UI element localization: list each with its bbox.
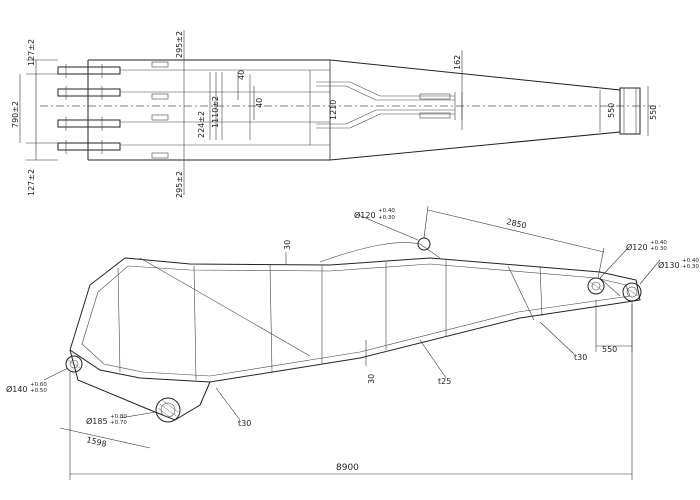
- dim-1210: 1210: [329, 100, 338, 120]
- dim-hole-right-a: Ø120: [626, 242, 648, 252]
- svg-text:+0.30: +0.30: [682, 264, 699, 270]
- dim-550b: 550: [649, 105, 658, 120]
- svg-text:+0.30: +0.30: [650, 246, 667, 252]
- top-left-lugs: [57, 64, 121, 154]
- dim-hole-bottom: Ø185: [86, 416, 108, 426]
- dim-tol-bottom: 295±2: [175, 171, 184, 198]
- hole-left: [65, 355, 83, 373]
- dim-left-top: 127±2: [27, 39, 36, 66]
- dim-550a: 550: [607, 103, 616, 118]
- dim-t25: t25: [438, 377, 451, 386]
- dim-2850: 2850: [506, 217, 528, 230]
- dim-t30-bottom: t30: [238, 419, 251, 428]
- dim-left-bottom: 127±2: [27, 169, 36, 196]
- svg-text:+0.30: +0.30: [378, 215, 395, 221]
- dim-plate-top: 30: [283, 240, 292, 250]
- side-top-ridge: [319, 242, 441, 263]
- svg-text:+0.50: +0.50: [30, 388, 47, 394]
- svg-text:+0.80: +0.80: [110, 414, 127, 420]
- svg-text:+0.70: +0.70: [110, 420, 127, 426]
- top-dimensions: [19, 30, 649, 195]
- dim-tol-top: 295±2: [175, 31, 184, 58]
- svg-text:+0.60: +0.60: [30, 382, 47, 388]
- dim-inner-b: 1110±2: [211, 96, 220, 128]
- top-inner-plates: [120, 60, 330, 160]
- side-holes: [65, 237, 642, 423]
- dim-t30-right: t30: [574, 353, 587, 362]
- top-view: 127±2 790±2 127±2 295±2 295±2 224±2 1110…: [11, 30, 660, 198]
- dim-hole-top: Ø120: [354, 210, 376, 220]
- dim-gap-mid: 40: [255, 98, 264, 108]
- side-lower-arm: [69, 349, 211, 421]
- top-end-block: [619, 87, 641, 135]
- svg-text:+0.40: +0.40: [682, 258, 699, 264]
- side-stiffeners: [117, 257, 621, 381]
- side-dimensions: [43, 205, 661, 480]
- dim-left-mid: 790±2: [11, 101, 20, 128]
- dim-plate-mid: 30: [367, 374, 376, 384]
- top-fork: [316, 60, 463, 160]
- dim-hole-left: Ø140: [6, 384, 28, 394]
- dim-inner-a: 224±2: [197, 111, 206, 138]
- svg-text:+0.40: +0.40: [650, 240, 667, 246]
- dim-8900: 8900: [336, 463, 359, 473]
- side-outline: [69, 257, 641, 383]
- dim-550: 550: [602, 345, 617, 354]
- dim-162: 162: [453, 55, 462, 70]
- hole-bottom: [155, 397, 181, 423]
- dim-gap-top: 40: [237, 70, 246, 80]
- hole-right-a: [587, 277, 605, 295]
- dim-hole-right-b: Ø130: [658, 260, 680, 270]
- svg-text:+0.40: +0.40: [378, 208, 395, 214]
- dim-1598: 1598: [86, 435, 108, 449]
- side-view: Ø120 +0.40 +0.30 2850 Ø120 +0.40 +0.30 Ø…: [6, 205, 699, 480]
